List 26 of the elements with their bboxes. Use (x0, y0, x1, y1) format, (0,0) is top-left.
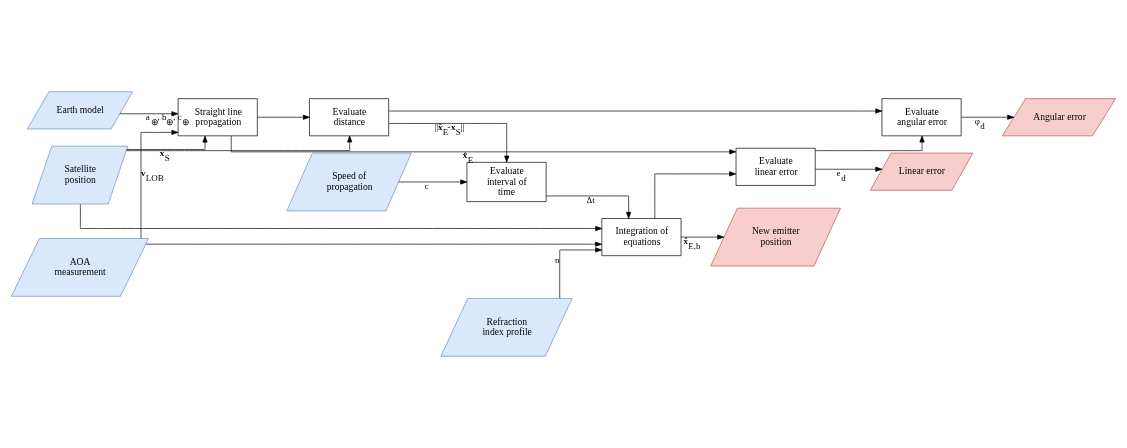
edge-label: c (424, 181, 429, 192)
node-box: Evaluate linear error (735, 147, 816, 186)
arrow (545, 195, 632, 219)
arrow (119, 111, 179, 117)
arrow (388, 123, 510, 163)
arrow (80, 203, 603, 231)
arrow (814, 135, 925, 151)
arrow (126, 135, 208, 150)
node-box: Evaluate distance (309, 98, 390, 137)
node-box: Evaluate angular error (881, 98, 962, 137)
node-box: Integration of equations (601, 218, 682, 257)
arrow (398, 179, 468, 185)
arrow (257, 114, 310, 120)
arrow (559, 247, 603, 299)
edge-label: Δt (586, 195, 595, 206)
arrow (960, 114, 1015, 120)
arrow (814, 166, 883, 172)
edge-label: n (554, 255, 560, 266)
node-box: Evaluate interval of time (466, 162, 547, 202)
arrow (145, 241, 602, 247)
arrow (654, 171, 737, 219)
arrow (388, 108, 883, 114)
arrow (230, 135, 737, 155)
arrow (140, 129, 179, 239)
arrow (125, 135, 353, 151)
arrow (680, 234, 725, 240)
